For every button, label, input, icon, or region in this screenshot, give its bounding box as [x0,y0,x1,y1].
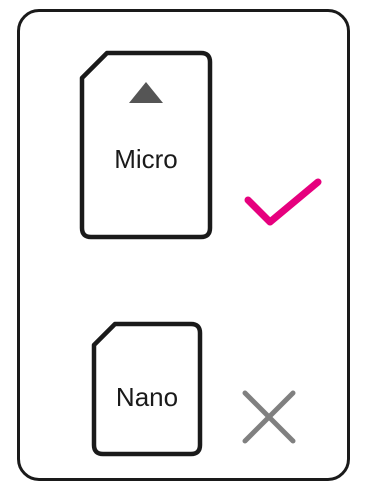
nano-sim-card [91,321,203,457]
micro-sim-card [79,50,213,240]
cross-icon [242,390,296,444]
micro-label: Micro [114,144,178,174]
nano-label: Nano [115,382,179,412]
checkmark-icon [244,178,322,226]
triangle-up-icon [129,82,163,103]
compatibility-panel [17,9,350,481]
